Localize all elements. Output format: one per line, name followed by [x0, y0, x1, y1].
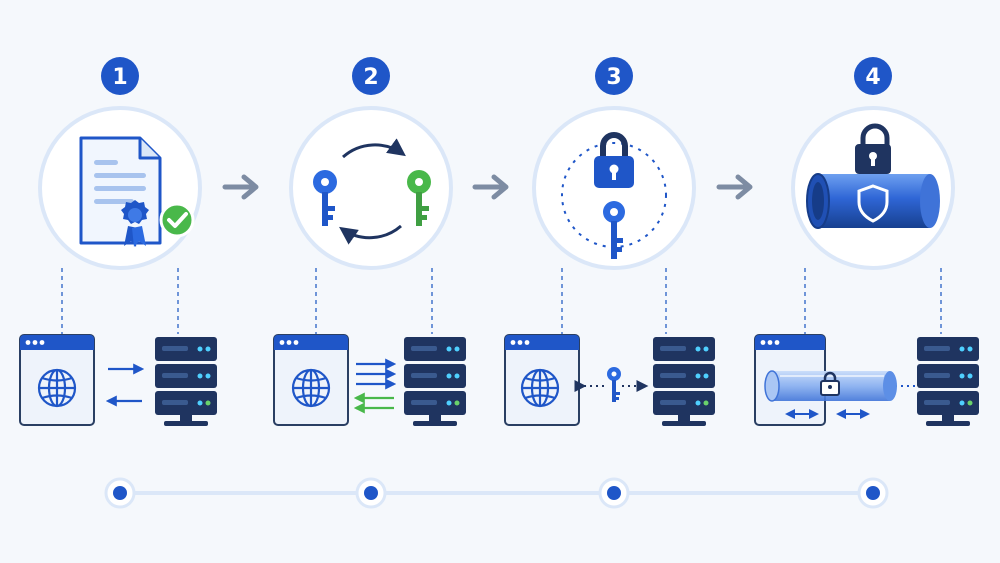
step-2-number: 2 — [363, 65, 378, 90]
flow-step-3 — [574, 367, 649, 402]
browser-window-1 — [19, 334, 95, 426]
blue-key-icon — [313, 170, 337, 226]
step-3-badge: 3 — [595, 57, 633, 95]
browser-window-3 — [504, 334, 580, 426]
arrow-1-to-2 — [222, 174, 259, 200]
flow-arrows-step-2 — [353, 358, 397, 414]
step-2-badge: 2 — [352, 57, 390, 95]
key-icon — [603, 201, 625, 259]
step-1-number: 1 — [112, 65, 127, 90]
timeline-dot-4 — [857, 477, 889, 509]
step-4-badge: 4 — [854, 57, 892, 95]
timeline-dot-2 — [355, 477, 387, 509]
server-2 — [404, 337, 466, 426]
session-key-lock-icon — [561, 132, 667, 259]
certificate-icon — [79, 136, 195, 247]
globe-icon — [291, 368, 331, 408]
arrow-2-to-3 — [472, 174, 509, 200]
browser-window-2 — [273, 334, 349, 426]
timeline-dot-3 — [598, 477, 630, 509]
step-3-number: 3 — [606, 65, 621, 90]
globe-icon — [37, 368, 77, 408]
globe-icon — [520, 368, 560, 408]
arrow-3-to-4 — [716, 174, 753, 200]
dashed-connectors — [61, 268, 942, 334]
step-4-number: 4 — [865, 65, 880, 90]
server-4 — [917, 337, 979, 426]
small-padlock-icon — [820, 371, 840, 396]
server-3 — [653, 337, 715, 426]
green-key-icon — [407, 170, 431, 226]
step-1-badge: 1 — [101, 57, 139, 95]
timeline-dot-1 — [104, 477, 136, 509]
flow-step-4 — [764, 370, 915, 419]
server-1 — [155, 337, 217, 426]
encrypted-tunnel-icon — [806, 123, 940, 229]
progress-timeline — [104, 477, 889, 509]
small-key-icon — [607, 367, 621, 402]
flow-arrows-step-1 — [105, 363, 145, 407]
step-arrows — [222, 174, 753, 200]
key-exchange-icon — [313, 138, 431, 245]
padlock-icon — [594, 132, 634, 188]
